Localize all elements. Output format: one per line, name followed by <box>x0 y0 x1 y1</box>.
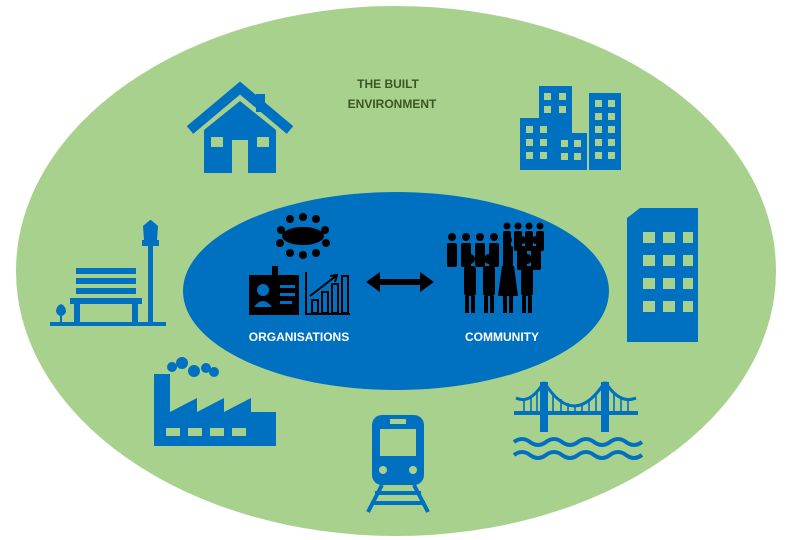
community-label: COMMUNITY <box>465 330 539 344</box>
apartment-tower-icon <box>627 208 698 342</box>
crowd-icon <box>447 222 544 313</box>
id-card-icon <box>249 266 299 315</box>
train-icon <box>366 415 430 513</box>
house-icon <box>186 81 294 173</box>
growth-chart-icon <box>305 272 350 315</box>
suspension-bridge-icon <box>512 381 644 460</box>
title-line-1: THE BUILT <box>357 77 419 91</box>
organisations-label: ORGANISATIONS <box>249 330 349 344</box>
boardroom-meeting-icon <box>276 213 330 259</box>
park-bench-lamp-icon <box>50 220 166 326</box>
inner-ellipse <box>183 192 609 390</box>
double-arrow-icon <box>366 272 434 292</box>
office-buildings-icon <box>520 86 621 170</box>
title-line-2: ENVIRONMENT <box>348 97 437 111</box>
factory-icon <box>154 357 276 446</box>
